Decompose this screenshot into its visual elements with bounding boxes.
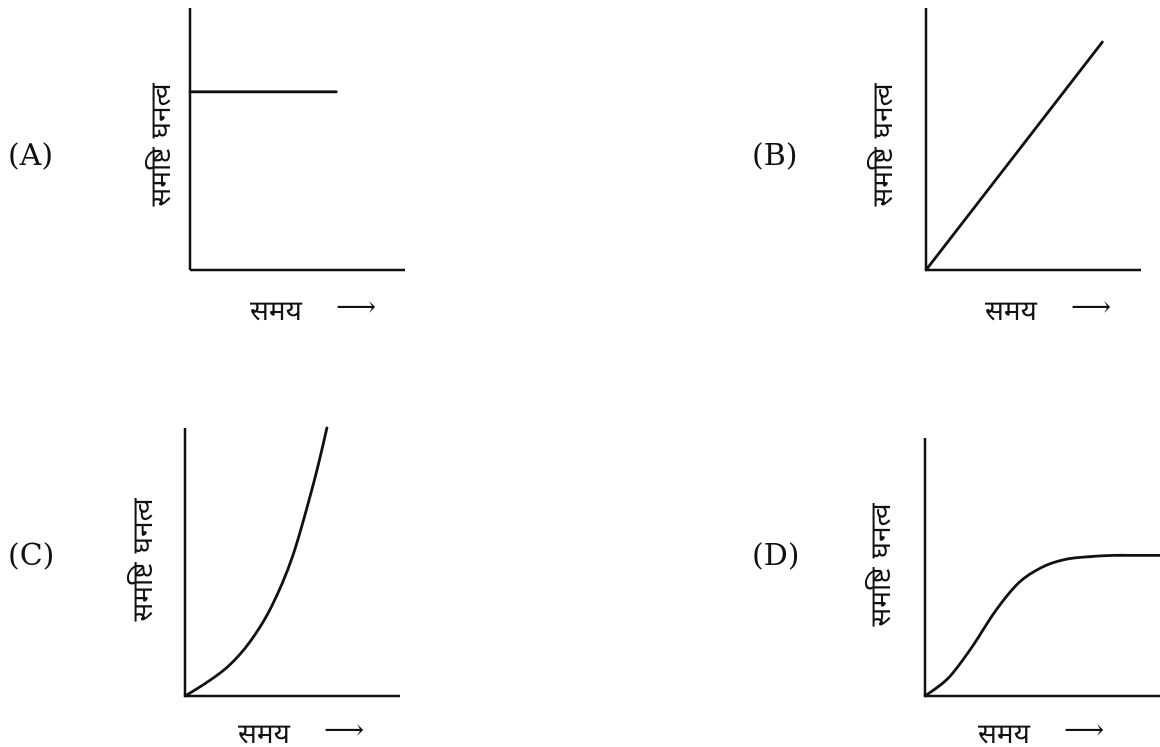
y-axis-label-c: समष्टि घनत्व xyxy=(126,498,159,622)
chart-panel-c: (C) समष्टि घनत्व समय ⟶ xyxy=(8,426,400,747)
panel-label-b: (B) xyxy=(752,138,797,173)
series-line-b xyxy=(924,40,1104,272)
chart-panel-b: (B) समष्टि घनत्व समय ⟶ xyxy=(752,8,1141,327)
x-axis-label-d: समय xyxy=(978,717,1031,747)
x-axis-arrow-b: ⟶ xyxy=(1071,290,1111,323)
x-axis-arrow-a: ⟶ xyxy=(336,290,376,323)
panel-label-c: (C) xyxy=(8,538,54,573)
x-axis-label-b: समय xyxy=(985,294,1038,327)
chart-panel-d: (D) समष्टि घनत्व समय ⟶ xyxy=(752,438,1160,747)
x-axis-arrow-c: ⟶ xyxy=(324,713,364,746)
series-line-c xyxy=(183,426,329,698)
panel-label-d: (D) xyxy=(752,538,799,573)
chart-panel-a: (A) समष्टि घनत्व समय ⟶ xyxy=(8,8,405,327)
x-axis-label-a: समय xyxy=(250,294,303,327)
y-axis-label-b: समष्टि घनत्व xyxy=(866,83,899,207)
y-axis-label-d: समष्टि घनत्व xyxy=(864,503,897,627)
series-line-d xyxy=(923,553,1160,698)
y-axis-label-a: समष्टि घनत्व xyxy=(144,83,177,207)
panel-label-a: (A) xyxy=(8,138,53,173)
x-axis-arrow-d: ⟶ xyxy=(1064,713,1104,746)
x-axis-label-c: समय xyxy=(238,717,291,747)
